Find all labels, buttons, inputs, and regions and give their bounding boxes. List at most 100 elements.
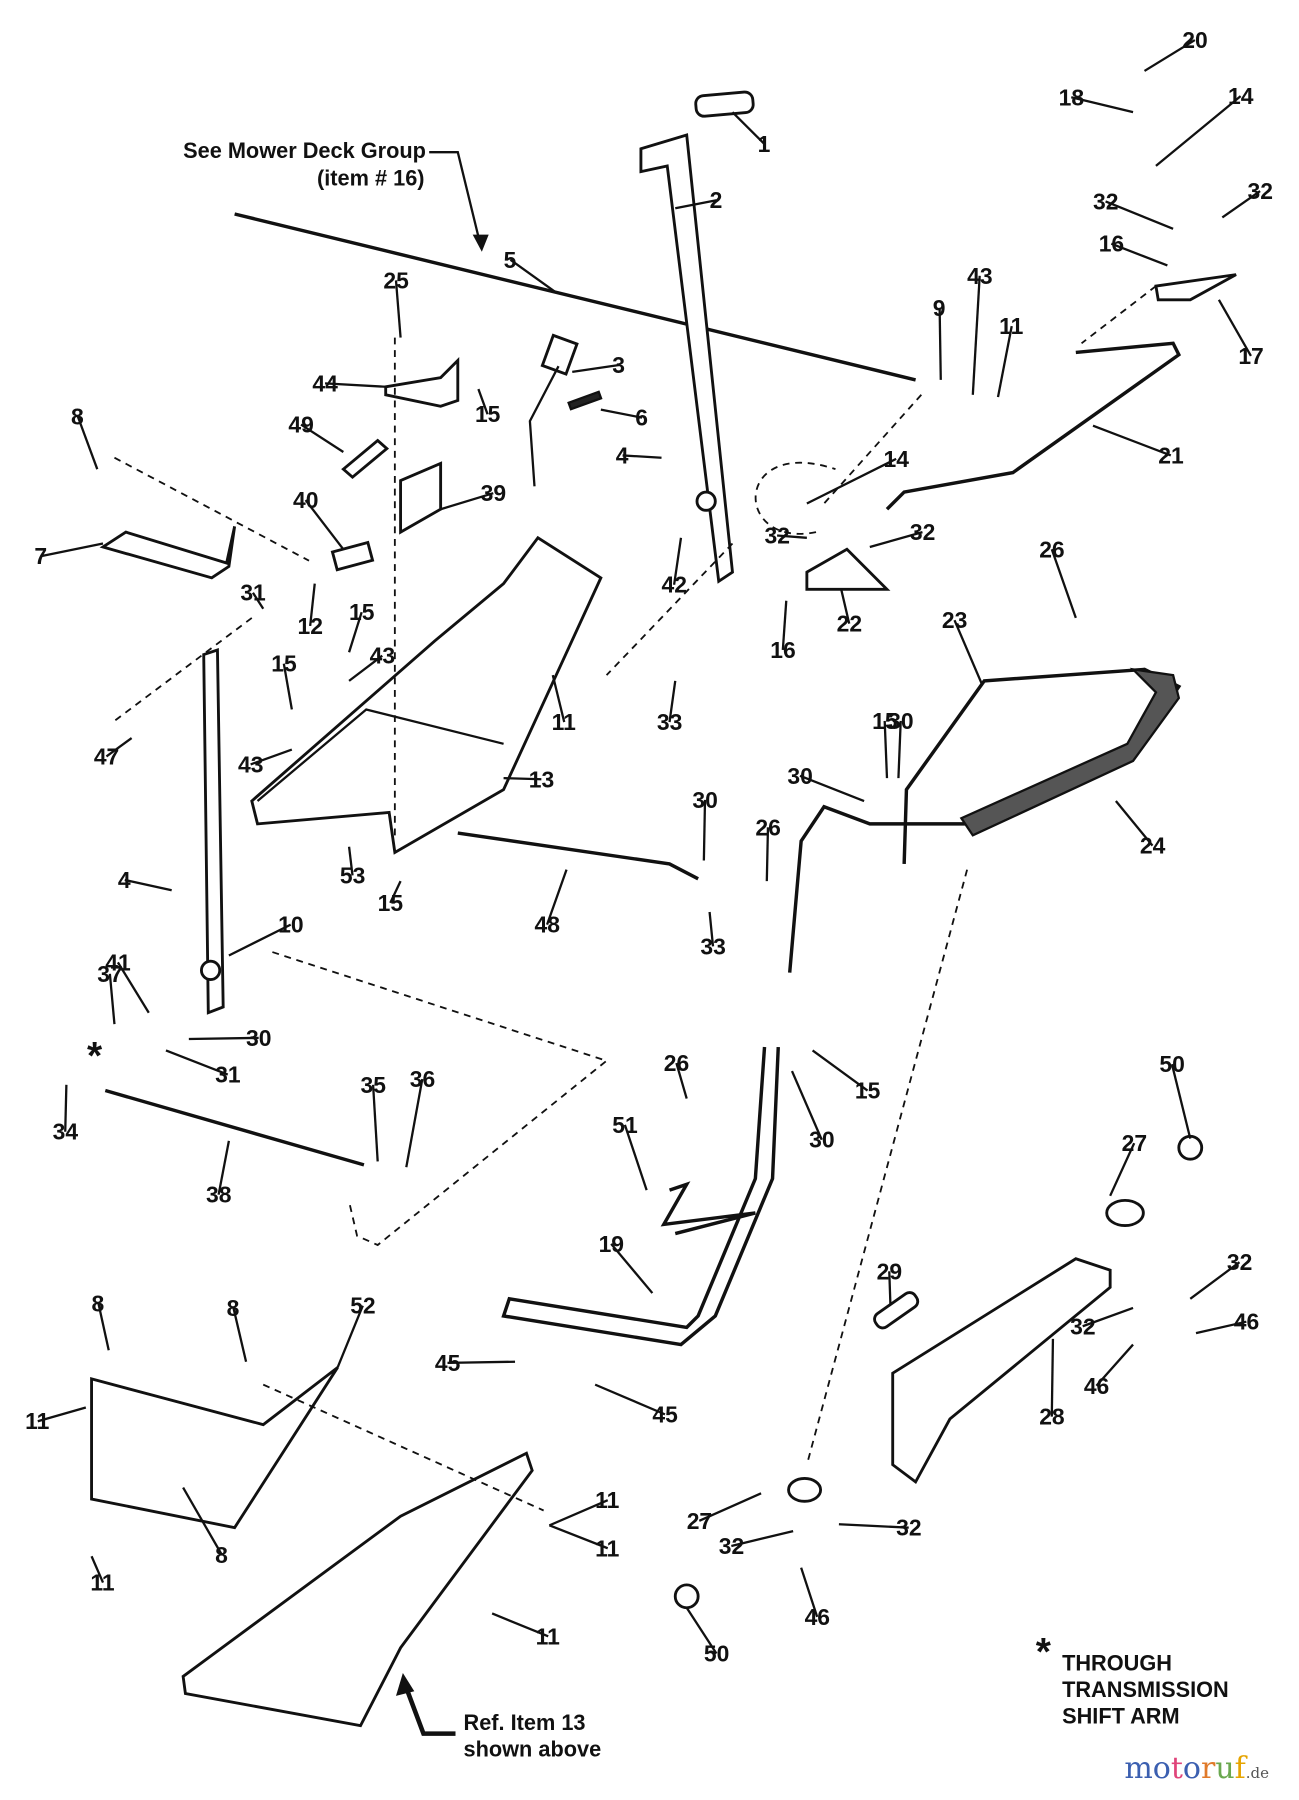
callout-number: 35 [361,1072,387,1098]
asterisk-marker: * [87,1035,103,1078]
leader-line [545,869,568,925]
callout-number: 30 [246,1025,271,1051]
callout-number: 30 [787,763,812,789]
leader-line [675,1062,688,1099]
callout-number: 49 [288,412,313,438]
part-27-bearing-bottom [787,1477,823,1503]
callout-number: 44 [312,370,338,396]
callout-number: 15 [475,401,501,427]
callout-15: 15 [475,388,501,427]
part-3-bracket [540,333,579,376]
part-50-cap-bottom [673,1583,700,1610]
callout-32: 32 [719,1529,794,1559]
dashed-connector [754,461,836,535]
note-mower-deck-2: (item # 16) [317,165,425,190]
callout-20: 20 [1143,27,1208,72]
leader-line [806,457,897,505]
dashed-connector [113,617,253,722]
leader-line [610,1243,654,1294]
leader-line [97,1303,110,1351]
callout-37: 37 [97,961,123,1025]
watermark-suffix: .de [1245,1764,1269,1782]
callout-number: 10 [278,912,303,938]
leader-line [623,1124,648,1191]
note-mower-deck-1: See Mower Deck Group [183,138,426,163]
callout-number: 52 [350,1293,375,1319]
leader-line [790,1070,823,1141]
callout-11: 11 [548,1524,620,1561]
callout-number: 31 [240,580,266,606]
leader-line [477,388,489,415]
callout-50: 50 [685,1607,729,1667]
dashed-connector [605,542,734,676]
leader-line [389,880,402,904]
watermark-letter: u [1215,1751,1235,1786]
callout-number: 32 [910,519,935,545]
callout-number: 46 [1084,1373,1109,1399]
part-44-bracket [384,357,460,408]
callout-29: 29 [877,1258,902,1305]
callout-22: 22 [837,589,862,637]
callout-number: 6 [635,405,648,431]
leader-line [800,1567,819,1618]
callout-number: 30 [809,1127,834,1153]
callout-30: 30 [188,1025,272,1051]
callout-number: 15 [855,1078,881,1104]
leader-line [309,583,316,627]
leader-line [1105,200,1174,230]
callout-number: 25 [383,267,409,293]
callout-30: 30 [692,787,718,861]
callout-number: 48 [534,912,560,938]
callout-31: 31 [240,580,266,610]
part-40-block [330,540,375,572]
callout-26: 26 [664,1050,689,1099]
leader-line [1082,1306,1134,1328]
leader-line [324,382,386,388]
callout-number: 50 [704,1641,729,1667]
part-39-bracket [399,461,443,535]
callout-number: 3 [612,352,625,378]
part-13-inner [256,708,504,802]
callout-11: 11 [90,1555,115,1596]
dashed-connector [262,1383,545,1512]
callout-number: 14 [884,446,910,472]
part-49-bolt [341,438,390,480]
callout-44: 44 [312,370,386,396]
callout-number: 27 [1122,1130,1147,1156]
leader-ref-item [404,1687,456,1736]
callout-number: 29 [877,1258,902,1284]
callout-number: 8 [215,1542,228,1568]
callout-49: 49 [288,412,344,453]
leader-line [548,1524,609,1550]
leader-line [594,1383,666,1416]
footnote-marker: * [1036,1631,1052,1674]
part-13-bracket [250,535,603,855]
callout-4: 4 [616,442,662,468]
part-27-bearing-top [1105,1198,1145,1227]
callout-number: 16 [770,637,795,663]
leader-line [40,542,104,558]
part-50-cap-top [1177,1134,1204,1161]
leader-line [90,1555,105,1584]
callout-25: 25 [383,267,409,338]
callout-34: 34 [53,1084,78,1145]
callout-8: 8 [227,1295,248,1362]
callout-42: 42 [662,537,687,598]
callout-number: 46 [805,1604,830,1630]
leader-line [394,280,402,338]
leader-line [108,973,116,1025]
callout-30: 30 [787,763,865,803]
callout-30: 30 [790,1070,835,1153]
callout-number: 9 [933,295,946,321]
leader-line [165,1049,229,1076]
ref-item-13-bracket [181,1451,534,1728]
callout-15: 15 [378,880,403,916]
callout-number: 8 [92,1290,105,1316]
callout-number: 43 [967,263,992,289]
callout-number: 51 [612,1112,638,1138]
callout-15: 15 [347,599,375,653]
leader-line [888,1271,892,1305]
callout-8: 8 [71,404,99,470]
leader-line [838,1523,909,1529]
callout-19: 19 [599,1231,654,1294]
